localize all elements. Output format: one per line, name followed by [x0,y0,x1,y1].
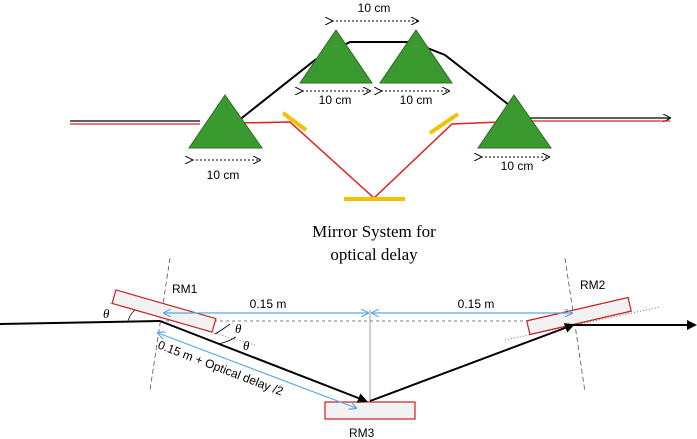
rm3-label: RM3 [349,426,375,439]
mirror-right [428,112,460,135]
theta-left: θ [103,306,110,321]
theta-arc-right-lower [217,336,237,345]
rm2-label: RM2 [580,278,606,292]
rm1-label: RM1 [172,282,198,296]
outgoing-beam [510,118,670,121]
prism-left [188,94,263,149]
caption-line-1: Mirror System for [312,222,436,241]
distance-left-label: 0.15 m [250,297,287,311]
diagonal-label: 0.15 m + Optical delay /2 [156,338,286,399]
dim-label-upper-left: 10 cm [319,93,352,107]
rm2-surface-line [504,306,661,341]
dim-label-right: 10 cm [501,159,534,173]
prism-upper-right [379,29,453,84]
bottom-diagram: RM1 RM2 RM3 0.15 m 0.15 m 0.15 m + Optic… [0,257,697,439]
prism-right [477,94,552,149]
rm2-mirror [526,296,632,336]
diagonal-arrow [158,333,356,408]
distance-right-label: 0.15 m [458,297,495,311]
top-diagram: 10 cm 10 cm 10 cm 10 cm 10 cm Mirror Sys… [70,1,670,264]
black-beam-path [237,41,519,122]
prism-upper-left [299,29,373,84]
red-beam-path [237,121,501,200]
theta-right-upper: θ [235,321,242,336]
theta-right-lower: θ [243,338,250,353]
caption-line-2: optical delay [330,245,418,264]
mirror-left [281,111,308,132]
rm3-mirror [324,401,416,420]
theta-arc-left [127,309,136,322]
rm1-mirror [111,289,217,333]
incoming-beam [70,120,200,125]
dim-label-left: 10 cm [207,168,240,182]
rm1-normal [149,257,171,391]
beam-in [0,320,161,325]
beam-up [369,323,575,402]
theta-arc-right-upper [214,323,231,335]
dim-label-top: 10 cm [358,1,391,15]
dim-label-upper-right: 10 cm [400,93,433,107]
dimension-lines [192,21,549,160]
